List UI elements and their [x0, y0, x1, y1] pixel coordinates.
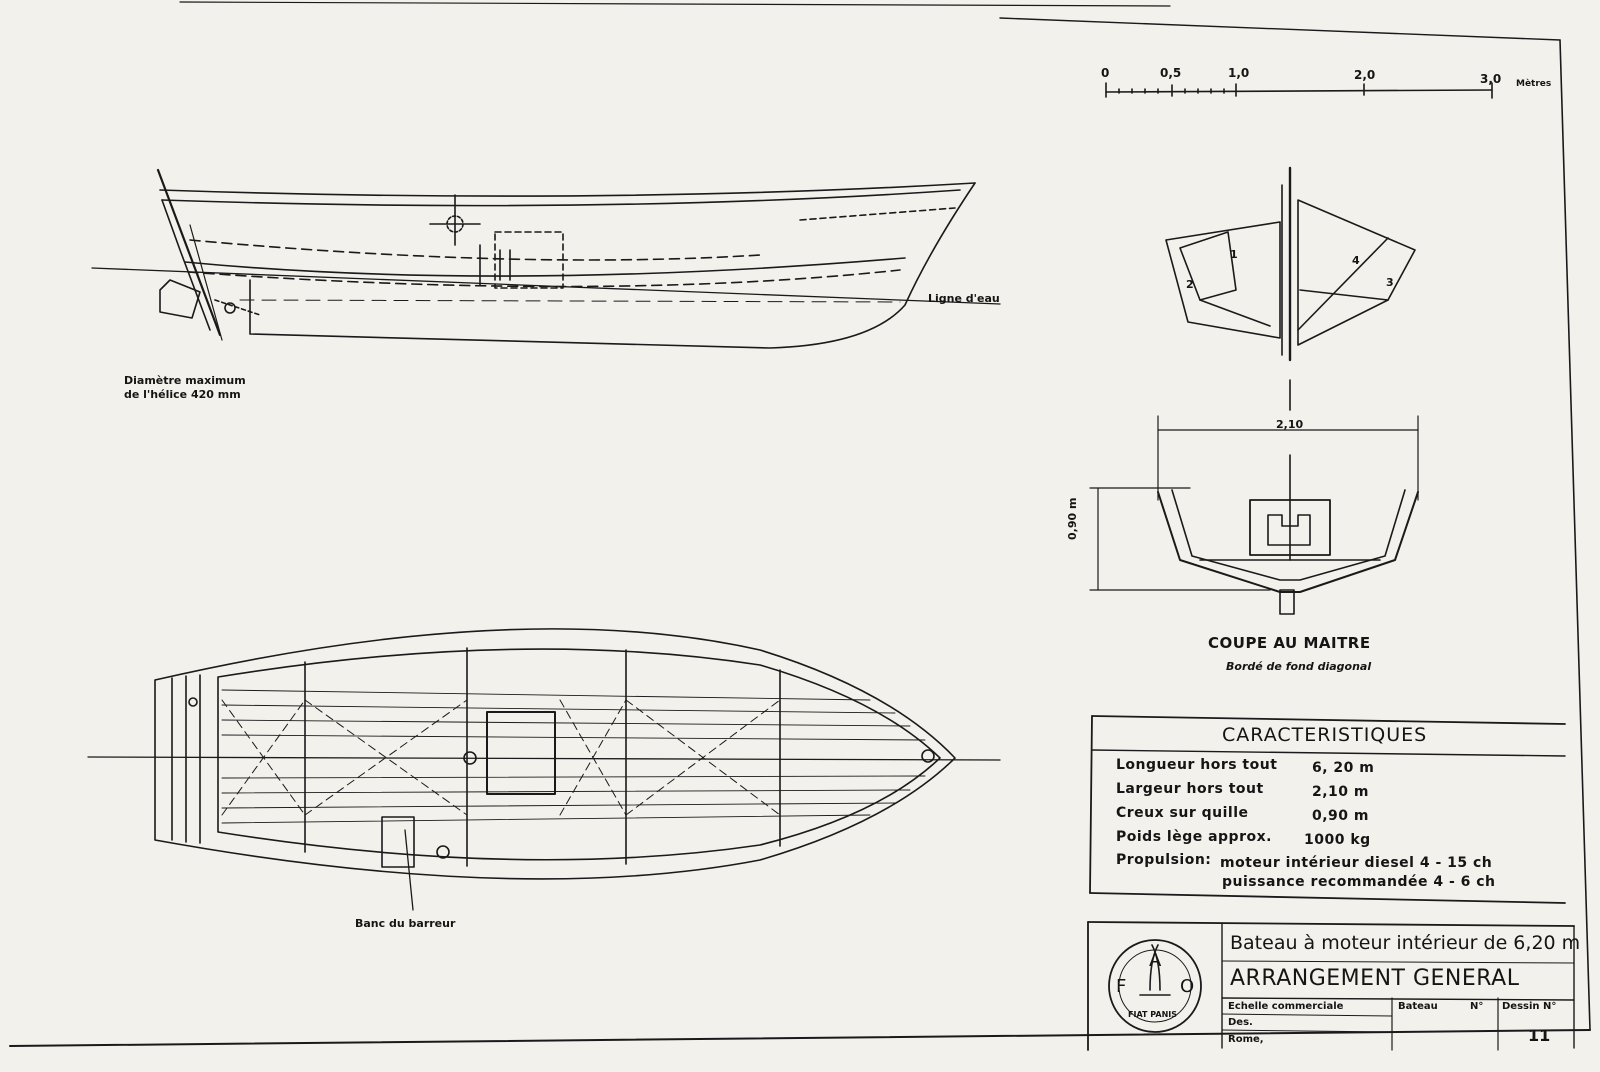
- boat-label: Bateau: [1398, 1001, 1438, 1012]
- plan-view: [87, 628, 1001, 911]
- spec-propulsion-line2: puissance recommandée 4 - 6 ch: [1222, 874, 1496, 890]
- drawn-by-label: Des.: [1228, 1017, 1253, 1028]
- spec-value-weight: 1000 kg: [1304, 832, 1371, 848]
- characteristics-title: CARACTERISTIQUES: [1222, 724, 1428, 746]
- spec-label-propulsion: Propulsion:: [1116, 852, 1212, 868]
- scale-unit: Mètres: [1516, 79, 1552, 89]
- frame-number-1: 1: [1230, 248, 1238, 261]
- fao-letter-f: F: [1116, 976, 1127, 997]
- propeller-note-line1: Diamètre maximum: [124, 374, 246, 387]
- scale-tick-05: 0,5: [1160, 66, 1182, 80]
- spec-label-width: Largeur hors tout: [1116, 781, 1264, 797]
- drawing-number: 11: [1528, 1026, 1551, 1045]
- spec-label-length: Longueur hors tout: [1116, 757, 1278, 773]
- midship-section: [1089, 415, 1419, 615]
- scale-bar: [1105, 82, 1493, 99]
- fao-logo-icon: [1108, 939, 1202, 1033]
- section-width-dim: 2,10: [1276, 418, 1304, 431]
- boat-number-label: N°: [1470, 1001, 1484, 1012]
- drawing-number-label: Dessin N°: [1502, 1001, 1557, 1012]
- frame-number-3: 3: [1386, 276, 1394, 289]
- scale-tick-0: 0: [1101, 66, 1110, 80]
- fao-letter-o: O: [1180, 976, 1195, 997]
- section-depth-dim: 0,90 m: [1066, 497, 1079, 540]
- helmsman-seat-label: Banc du barreur: [355, 917, 456, 930]
- frame-number-2: 2: [1186, 278, 1194, 291]
- title-block: [1087, 921, 1575, 1051]
- midship-section-subtitle: Bordé de fond diagonal: [1226, 660, 1372, 673]
- scale-tick-10: 1,0: [1228, 66, 1250, 80]
- place-label: Rome,: [1228, 1034, 1264, 1045]
- drawing-title: Bateau à moteur intérieur de 6,20 m: [1230, 932, 1581, 954]
- fao-letter-a: A: [1149, 950, 1162, 971]
- spec-propulsion-line1: moteur intérieur diesel 4 - 15 ch: [1220, 855, 1493, 871]
- spec-value-width: 2,10 m: [1312, 784, 1370, 800]
- spec-value-length: 6, 20 m: [1312, 760, 1375, 776]
- spec-value-depth: 0,90 m: [1312, 808, 1370, 824]
- propeller-note-line2: de l'hélice 420 mm: [124, 388, 241, 401]
- sheet-frame: [9, 1, 1591, 1047]
- spec-label-depth: Creux sur quille: [1116, 805, 1249, 821]
- scale-tick-20: 2,0: [1354, 68, 1376, 82]
- fao-ring-text: FIAT PANIS: [1128, 1010, 1178, 1019]
- side-profile: [91, 168, 1001, 349]
- waterline-label: Ligne d'eau: [928, 292, 1000, 305]
- frame-number-4: 4: [1352, 254, 1360, 267]
- characteristics-box: [1089, 715, 1566, 904]
- midship-section-title: COUPE AU MAITRE: [1208, 634, 1371, 652]
- frame-section: [1165, 166, 1416, 411]
- scale-tick-30: 3,0: [1480, 72, 1502, 86]
- spec-label-weight: Poids lège approx.: [1116, 829, 1272, 845]
- scale-label: Echelle commerciale: [1228, 1001, 1344, 1012]
- drawing-subtitle: ARRANGEMENT GENERAL: [1230, 966, 1520, 991]
